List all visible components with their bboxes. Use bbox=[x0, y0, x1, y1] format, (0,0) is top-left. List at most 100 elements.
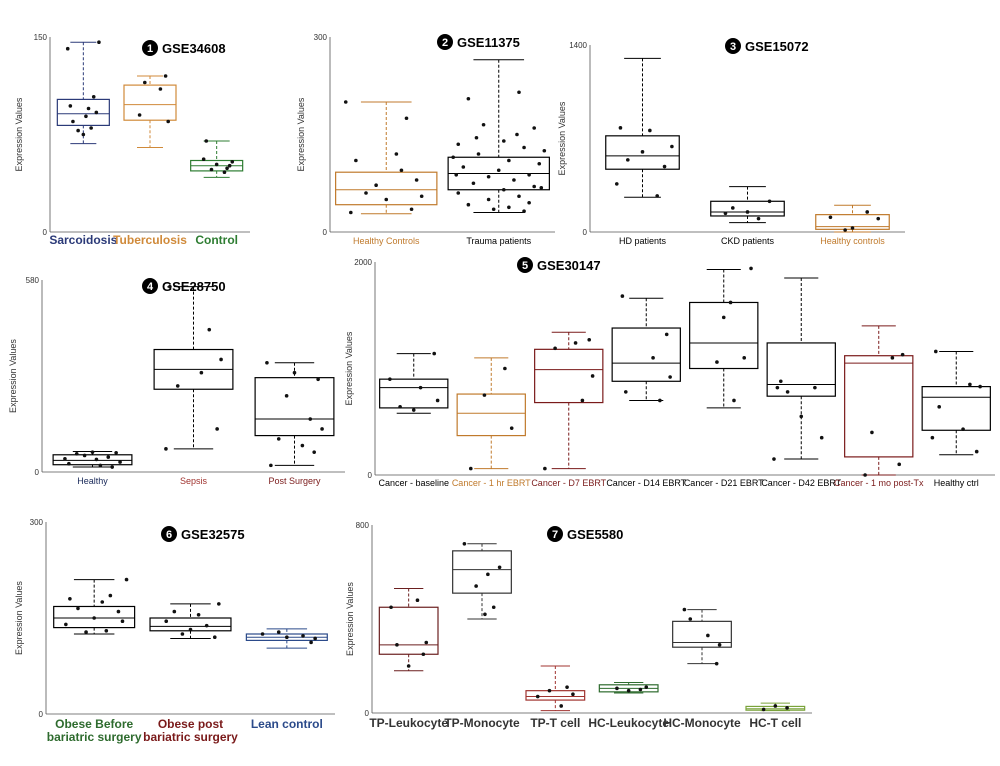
data-point bbox=[745, 210, 750, 214]
data-point bbox=[870, 430, 874, 435]
y-axis-label: Expression Values bbox=[8, 339, 18, 413]
category-label: Healthy ctrl bbox=[934, 478, 979, 488]
data-point bbox=[421, 652, 426, 657]
data-point bbox=[756, 216, 761, 221]
box-iqr bbox=[379, 378, 449, 409]
box-iqr bbox=[56, 98, 110, 127]
data-point bbox=[143, 80, 147, 85]
box-group bbox=[921, 349, 991, 456]
data-point bbox=[89, 126, 93, 130]
data-point bbox=[313, 636, 317, 641]
data-point bbox=[651, 356, 655, 360]
data-point bbox=[775, 385, 780, 390]
box-iqr bbox=[52, 454, 133, 466]
data-point bbox=[158, 87, 163, 91]
data-point bbox=[86, 106, 91, 111]
box-group bbox=[844, 325, 914, 477]
data-point bbox=[571, 692, 575, 696]
data-point bbox=[108, 593, 113, 598]
data-point bbox=[312, 450, 316, 454]
data-point bbox=[618, 126, 623, 130]
data-point bbox=[384, 197, 389, 202]
category-label: TP-Monocyte bbox=[444, 716, 520, 730]
data-point bbox=[276, 630, 281, 634]
box-group bbox=[335, 100, 438, 215]
data-point bbox=[626, 688, 631, 693]
category-label-line: HC-Monocyte bbox=[663, 716, 741, 730]
data-point bbox=[166, 119, 170, 124]
data-point bbox=[658, 398, 662, 403]
category-label: Tuberculosis bbox=[113, 233, 187, 247]
data-point bbox=[778, 379, 783, 384]
data-point bbox=[466, 202, 471, 207]
data-point bbox=[626, 158, 630, 162]
y-tick-label: 580 bbox=[26, 276, 40, 285]
category-label-line: Control bbox=[195, 233, 238, 247]
data-point bbox=[67, 461, 71, 466]
box-iqr bbox=[525, 690, 586, 701]
data-point bbox=[476, 152, 481, 156]
data-point bbox=[204, 623, 209, 628]
data-point bbox=[180, 632, 185, 636]
data-point bbox=[559, 704, 563, 708]
data-point bbox=[424, 640, 429, 645]
category-label-line: TP-Monocyte bbox=[444, 716, 520, 730]
data-point bbox=[172, 609, 177, 614]
data-point bbox=[714, 661, 719, 666]
y-tick-label: 300 bbox=[314, 33, 328, 42]
panel-number-badge bbox=[437, 34, 453, 50]
data-point bbox=[230, 160, 235, 164]
category-label-line: Obese Before bbox=[55, 717, 133, 731]
data-point bbox=[537, 161, 542, 166]
data-point bbox=[503, 366, 507, 371]
data-point bbox=[466, 96, 471, 101]
data-point bbox=[749, 266, 753, 271]
y-tick-label: 0 bbox=[365, 709, 370, 718]
data-point bbox=[668, 375, 672, 379]
y-tick-label: 1400 bbox=[569, 41, 587, 50]
data-point bbox=[94, 110, 99, 115]
category-label: Cancer - D21 EBRT bbox=[684, 478, 764, 488]
data-point bbox=[482, 393, 487, 397]
box-group bbox=[153, 284, 234, 451]
category-label-line: bariatric surgery bbox=[143, 730, 238, 744]
data-point bbox=[204, 139, 209, 143]
category-label: HC-T cell bbox=[749, 716, 801, 730]
data-point bbox=[474, 135, 479, 140]
data-point bbox=[706, 633, 710, 638]
data-point bbox=[655, 194, 659, 198]
data-point bbox=[260, 632, 265, 636]
data-point bbox=[285, 635, 289, 639]
data-point bbox=[215, 427, 219, 431]
data-point bbox=[813, 385, 817, 390]
data-point bbox=[209, 167, 214, 172]
data-point bbox=[900, 352, 905, 357]
category-label: TP-T cell bbox=[530, 716, 580, 730]
data-point bbox=[419, 194, 424, 199]
data-point bbox=[207, 327, 212, 332]
y-tick-label: 2000 bbox=[354, 258, 372, 267]
box-iqr bbox=[605, 135, 680, 170]
data-point bbox=[175, 384, 180, 388]
box-group bbox=[452, 542, 512, 620]
data-point bbox=[890, 356, 895, 360]
data-point bbox=[496, 168, 501, 173]
data-point bbox=[522, 145, 526, 150]
data-point bbox=[517, 90, 521, 95]
box-group bbox=[689, 266, 759, 409]
data-point bbox=[961, 427, 965, 432]
data-point bbox=[343, 100, 348, 104]
data-point bbox=[137, 113, 142, 117]
box-iqr bbox=[921, 386, 991, 431]
data-point bbox=[120, 619, 125, 623]
y-tick-label: 0 bbox=[39, 710, 44, 719]
box-group bbox=[815, 204, 890, 233]
category-label: CKD patients bbox=[721, 236, 775, 246]
category-label: HD patients bbox=[619, 236, 667, 246]
data-point bbox=[773, 704, 778, 708]
data-point bbox=[435, 398, 440, 403]
data-point bbox=[276, 437, 281, 441]
data-point bbox=[395, 643, 399, 647]
